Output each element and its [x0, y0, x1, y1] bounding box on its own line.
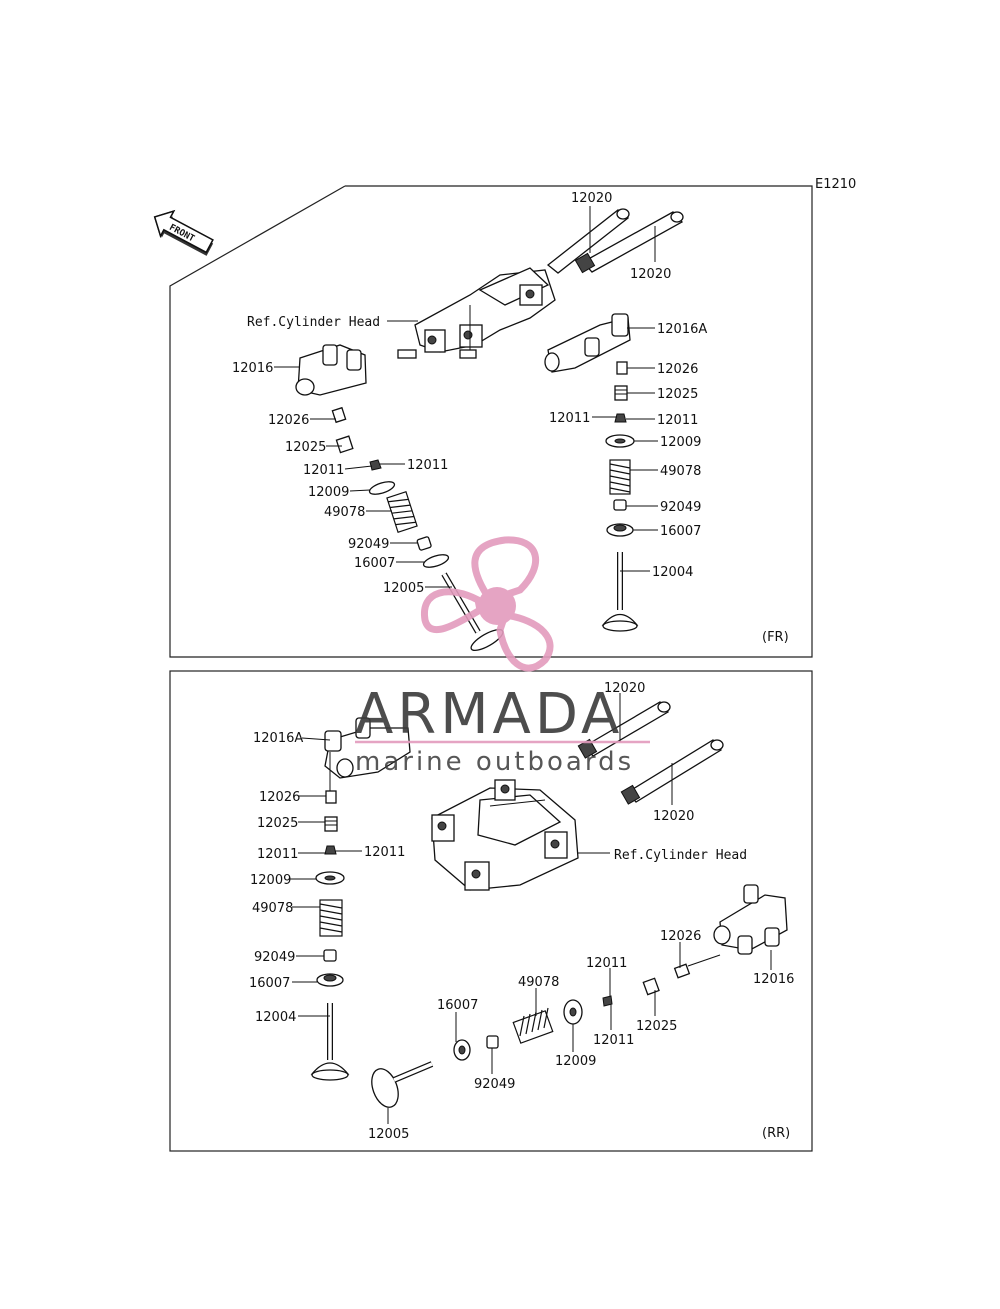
diagram-code: E1210 [815, 177, 856, 192]
label-rr-l-12025: 12025 [257, 816, 298, 831]
label-fr-l-12005: 12005 [383, 581, 424, 596]
label-fr-l-12009: 12009 [308, 485, 349, 500]
valve-stack-rr-left [310, 790, 350, 1081]
rocker-arm-fr-12016 [295, 344, 367, 396]
label-rr-12020-a: 12020 [604, 681, 645, 696]
label-rr-b-49078: 49078 [518, 975, 559, 990]
label-rr-b-12005: 12005 [368, 1127, 409, 1142]
label-fr-l-16007: 16007 [354, 556, 395, 571]
valve-stack-fr-left [331, 406, 504, 652]
label-fr-l-12025: 12025 [285, 440, 326, 455]
label-rr-12016A: 12016A [253, 731, 303, 746]
rocker-shaft-fr-1 [546, 208, 630, 274]
panel-rr: 12020 12020 Ref.Cylinder Head 12016A 120… [169, 670, 813, 1152]
label-fr-l-49078: 49078 [324, 505, 365, 520]
label-rr-l-16007: 16007 [249, 976, 290, 991]
label-rr-l-12011-a: 12011 [257, 847, 298, 862]
label-rr-l-92049: 92049 [254, 950, 295, 965]
label-fr-12020-a: 12020 [571, 191, 612, 206]
leader-lines-rr [290, 693, 772, 1124]
rocker-arm-fr-12016A [544, 313, 631, 373]
label-rr-b-12009: 12009 [555, 1054, 596, 1069]
label-fr-l-12011-b: 12011 [407, 458, 448, 473]
cylinder-head-holder-fr [397, 267, 556, 359]
label-fr-l-92049: 92049 [348, 537, 389, 552]
label-rr-12016: 12016 [753, 972, 794, 987]
label-fr-r-16007: 16007 [660, 524, 701, 539]
label-fr-r-12025: 12025 [657, 387, 698, 402]
label-fr-r-12011-b: 12011 [657, 413, 698, 428]
label-fr-ref-cylinder-head: Ref.Cylinder Head [247, 315, 380, 330]
label-fr-12016: 12016 [232, 361, 273, 376]
label-fr-12016A: 12016A [657, 322, 707, 337]
label-rr-b-12026: 12026 [660, 929, 701, 944]
propeller-logo-icon [421, 536, 554, 672]
label-rr-l-12011-b: 12011 [364, 845, 405, 860]
panel-rr-tag: (RR) [762, 1126, 790, 1141]
brand-name: ARMADA [355, 682, 623, 747]
rocker-shaft-rr-2 [620, 739, 724, 805]
rocker-arm-rr-12016A [324, 717, 411, 779]
label-rr-l-12026: 12026 [259, 790, 300, 805]
label-rr-b-16007: 16007 [437, 998, 478, 1013]
leader-lines-fr [274, 206, 658, 588]
cylinder-head-holder-rr [431, 779, 579, 891]
label-rr-b-12011-a: 12011 [586, 956, 627, 971]
label-rr-b-92049: 92049 [474, 1077, 515, 1092]
label-fr-l-12011-a: 12011 [303, 463, 344, 478]
label-rr-l-12004: 12004 [255, 1010, 296, 1025]
panel-fr: FRONT [153, 185, 813, 658]
label-fr-r-12009: 12009 [660, 435, 701, 450]
label-rr-b-12011-b: 12011 [593, 1033, 634, 1048]
label-rr-12020-b: 12020 [653, 809, 694, 824]
armada-watermark: ARMADA marine outboards [355, 536, 650, 777]
label-fr-r-12026: 12026 [657, 362, 698, 377]
label-fr-l-12026: 12026 [268, 413, 309, 428]
valve-stack-rr-bottom [371, 963, 691, 1108]
brand-tagline: marine outboards [355, 747, 634, 777]
label-fr-r-49078: 49078 [660, 464, 701, 479]
panel-fr-frame [169, 185, 813, 658]
rocker-arm-rr-12016 [713, 884, 788, 955]
panel-fr-tag: (FR) [762, 630, 789, 645]
rocker-shaft-fr-2 [574, 211, 684, 274]
panel-rr-frame [169, 670, 813, 1152]
label-rr-l-49078: 49078 [252, 901, 293, 916]
label-rr-ref-cylinder-head: Ref.Cylinder Head [614, 848, 747, 863]
label-rr-l-12009: 12009 [250, 873, 291, 888]
label-fr-r-92049: 92049 [660, 500, 701, 515]
label-fr-12020-b: 12020 [630, 267, 671, 282]
valve-stack-fr-right [601, 361, 639, 632]
front-arrow-icon: FRONT [153, 209, 214, 256]
label-fr-r-12004: 12004 [652, 565, 693, 580]
label-fr-r-12011-a: 12011 [549, 411, 590, 426]
label-rr-b-12025: 12025 [636, 1019, 677, 1034]
